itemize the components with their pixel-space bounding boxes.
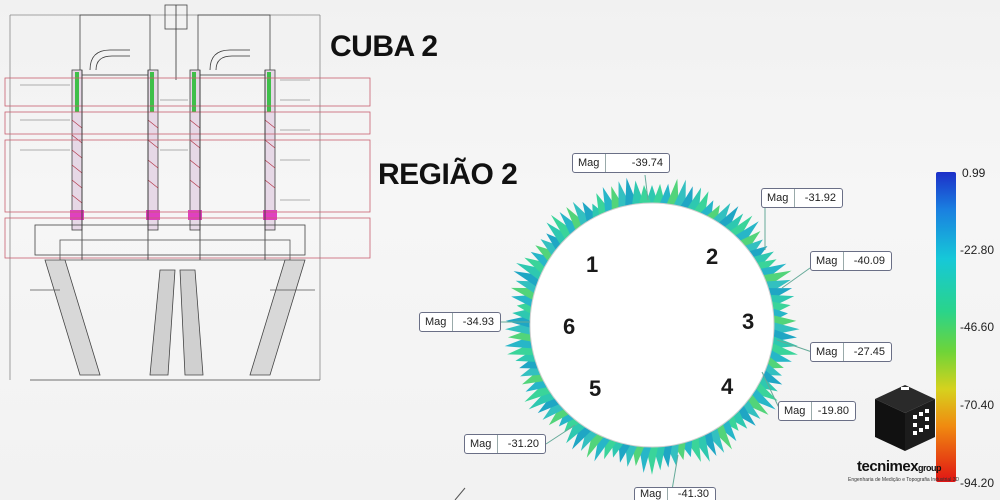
mag-value: -39.74 bbox=[631, 157, 663, 169]
mag-key: Mag bbox=[465, 435, 499, 453]
mag-key: Mag bbox=[762, 189, 796, 207]
sector-number-2: 2 bbox=[706, 244, 719, 269]
deviation-spike bbox=[680, 186, 693, 210]
deviation-spike bbox=[511, 294, 534, 307]
deviation-spike bbox=[712, 203, 731, 226]
scale-tick: -22.80 bbox=[960, 243, 995, 257]
mag-label: Mag -19.80 bbox=[778, 401, 856, 421]
deviation-spike bbox=[592, 203, 604, 219]
mag-key: Mag bbox=[811, 343, 845, 361]
deviation-spike bbox=[638, 446, 652, 473]
deviation-spike bbox=[510, 287, 536, 300]
deviation-spike bbox=[724, 415, 739, 431]
mag-key: Mag bbox=[779, 402, 813, 420]
mag-leader-lines bbox=[500, 174, 813, 491]
deviation-spike bbox=[673, 179, 686, 208]
mag-value: -41.30 bbox=[677, 488, 709, 500]
deviation-spike bbox=[618, 442, 631, 463]
mag-value: -27.45 bbox=[853, 346, 885, 358]
deviation-spike bbox=[558, 410, 575, 427]
mag-value: -31.20 bbox=[507, 438, 539, 450]
deviation-spike bbox=[566, 419, 586, 444]
deviation-spike bbox=[625, 444, 638, 467]
deviation-spike bbox=[768, 350, 792, 362]
cuba-title: CUBA 2 bbox=[330, 30, 438, 63]
deviation-ring bbox=[504, 177, 800, 475]
deviation-spike bbox=[546, 233, 564, 250]
deviation-spike bbox=[753, 382, 778, 401]
deviation-spike bbox=[546, 222, 569, 245]
deviation-spike bbox=[718, 206, 739, 231]
mag-key: Mag bbox=[420, 313, 454, 331]
logo-word: tecnimex bbox=[857, 458, 919, 475]
mag-value: -34.93 bbox=[462, 316, 494, 328]
mag-key: Mag bbox=[573, 154, 607, 172]
deviation-spike bbox=[512, 308, 532, 321]
sector-number-6: 6 bbox=[563, 314, 576, 339]
deviation-spike bbox=[516, 262, 544, 280]
deviation-spike bbox=[559, 211, 580, 235]
deviation-spike bbox=[744, 394, 769, 415]
mag-label: Mag -34.93 bbox=[419, 312, 501, 332]
corner-leader bbox=[454, 487, 466, 500]
deviation-spike bbox=[550, 214, 575, 240]
deviation-spike bbox=[735, 405, 756, 426]
deviation-spike bbox=[542, 400, 564, 420]
deviation-spike bbox=[580, 428, 598, 451]
deviation-spike bbox=[740, 231, 761, 250]
deviation-spike bbox=[666, 178, 679, 206]
deviation-spike bbox=[537, 394, 560, 414]
regiao-title: REGIÃO 2 bbox=[378, 158, 518, 191]
deviation-spike bbox=[765, 356, 784, 369]
mag-value: -31.92 bbox=[804, 192, 836, 204]
logo-tagline: Engenharia de Medição e Topografia Indus… bbox=[848, 477, 960, 483]
sector-number-4: 4 bbox=[721, 374, 734, 399]
deviation-spike bbox=[735, 221, 759, 245]
scale-tick: 0.99 bbox=[962, 166, 986, 180]
logo-suffix: group bbox=[918, 463, 942, 473]
deviation-spike bbox=[770, 343, 798, 356]
logo-wordmark: tecnimexgroup bbox=[857, 458, 942, 475]
mag-label: Mag -40.09 bbox=[810, 251, 892, 271]
deviation-spikes bbox=[504, 177, 800, 475]
tecnimex-cube-logo bbox=[875, 385, 935, 451]
mag-key: Mag bbox=[635, 488, 669, 500]
deviation-spike bbox=[773, 322, 800, 335]
sector-number-5: 5 bbox=[589, 376, 602, 401]
deviation-spike bbox=[749, 388, 776, 410]
mag-label: Mag -27.45 bbox=[810, 342, 892, 362]
deviation-spike bbox=[586, 431, 604, 458]
scale-tick: -70.40 bbox=[960, 398, 995, 412]
sector-number-1: 1 bbox=[586, 252, 599, 277]
cuba-engineering-drawing bbox=[4, 4, 371, 381]
deviation-spike bbox=[548, 405, 569, 426]
sector-number-3: 3 bbox=[742, 309, 755, 334]
color-scale-bar bbox=[936, 172, 956, 482]
mag-label: Mag -39.74 bbox=[572, 153, 670, 173]
ring-inner-circle bbox=[529, 202, 775, 448]
deviation-spike bbox=[724, 213, 744, 235]
mag-value: -40.09 bbox=[853, 255, 885, 267]
mag-label: Mag -41.30 bbox=[634, 487, 716, 500]
deviation-spike bbox=[571, 424, 592, 450]
mag-label: Mag -31.92 bbox=[761, 188, 843, 208]
mag-key: Mag bbox=[811, 252, 845, 270]
mag-label: Mag -31.20 bbox=[464, 434, 546, 454]
scale-tick: -46.60 bbox=[960, 320, 995, 334]
mag-value: -19.80 bbox=[817, 405, 849, 417]
deviation-spike bbox=[740, 400, 761, 419]
deviation-spike bbox=[563, 415, 580, 433]
scale-tick: -94.20 bbox=[960, 476, 995, 490]
deviation-spike bbox=[729, 215, 753, 240]
